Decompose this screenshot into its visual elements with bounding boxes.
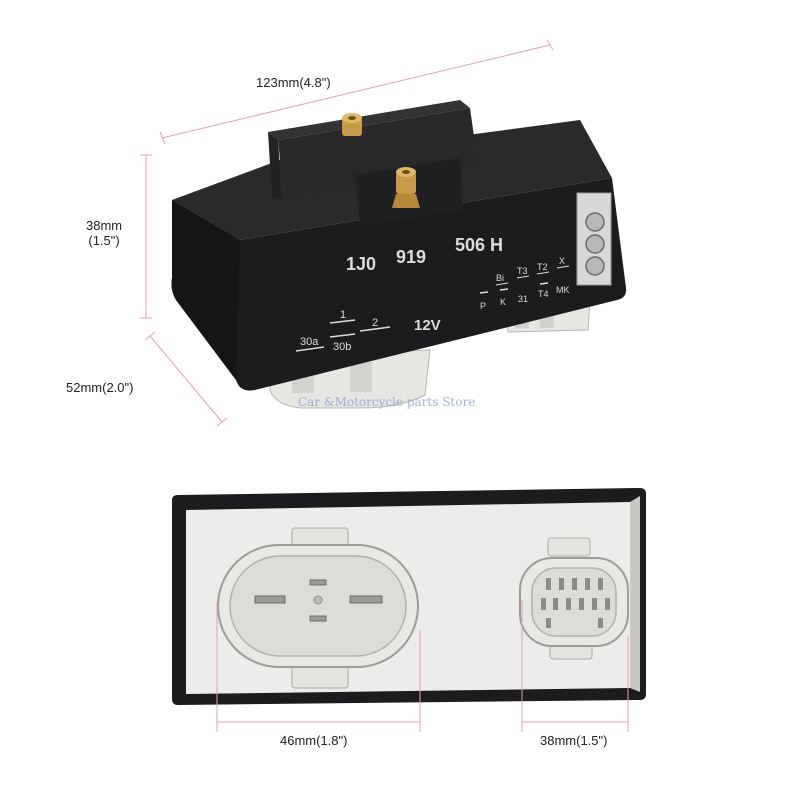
pin-label-t2: T2 <box>537 262 548 272</box>
brass-terminal-1 <box>342 113 362 136</box>
length-dimension-label: 123mm(4.8") <box>256 75 331 90</box>
small-plug-connector <box>519 537 629 660</box>
pin-label-p: P <box>480 301 486 311</box>
pin-label-t4: T4 <box>538 289 549 299</box>
height-in: (1.5") <box>88 233 120 248</box>
large-plug-connector <box>217 527 419 689</box>
pin-label-mk: MK <box>556 285 570 295</box>
pin-label-x: X <box>559 256 565 266</box>
relay-top-view: 1J0 919 506 H 12V 1 2 30a 30b Bi T3 T2 X… <box>140 39 627 427</box>
brass-terminal-2 <box>392 167 420 208</box>
pin-label-30b: 30b <box>333 341 351 353</box>
pin-label-k: K <box>500 297 506 307</box>
small-plug-dimension-label: 38mm(1.5") <box>540 733 608 748</box>
pin-label-t3: T3 <box>517 266 528 276</box>
store-watermark: Car &Motorcycle parts Store <box>298 395 476 409</box>
dimension-lines-top <box>140 39 554 427</box>
pin-label-bi: Bi <box>496 273 504 283</box>
part-number-c: 506 H <box>455 235 503 255</box>
pin-label-1: 1 <box>340 309 346 321</box>
part-number-a: 1J0 <box>346 254 376 274</box>
pin-label-30a: 30a <box>300 336 319 348</box>
indicator-window <box>576 192 612 286</box>
dimension-lines-bottom <box>216 600 629 732</box>
printed-labels: 1J0 919 506 H 12V 1 2 30a 30b Bi T3 T2 X… <box>295 235 570 353</box>
part-number-b: 919 <box>396 247 426 267</box>
pin-label-2: 2 <box>372 317 378 329</box>
width-dimension-label: 52mm(2.0") <box>66 380 134 395</box>
height-dimension-label: 38mm (1.5") <box>86 218 122 248</box>
pin-label-31: 31 <box>518 294 528 304</box>
large-plug-dimension-label: 46mm(1.8") <box>280 733 348 748</box>
relay-bottom-view <box>172 488 646 732</box>
voltage-label: 12V <box>414 317 441 334</box>
height-mm: 38mm <box>86 218 123 233</box>
relay-housing <box>171 100 627 391</box>
